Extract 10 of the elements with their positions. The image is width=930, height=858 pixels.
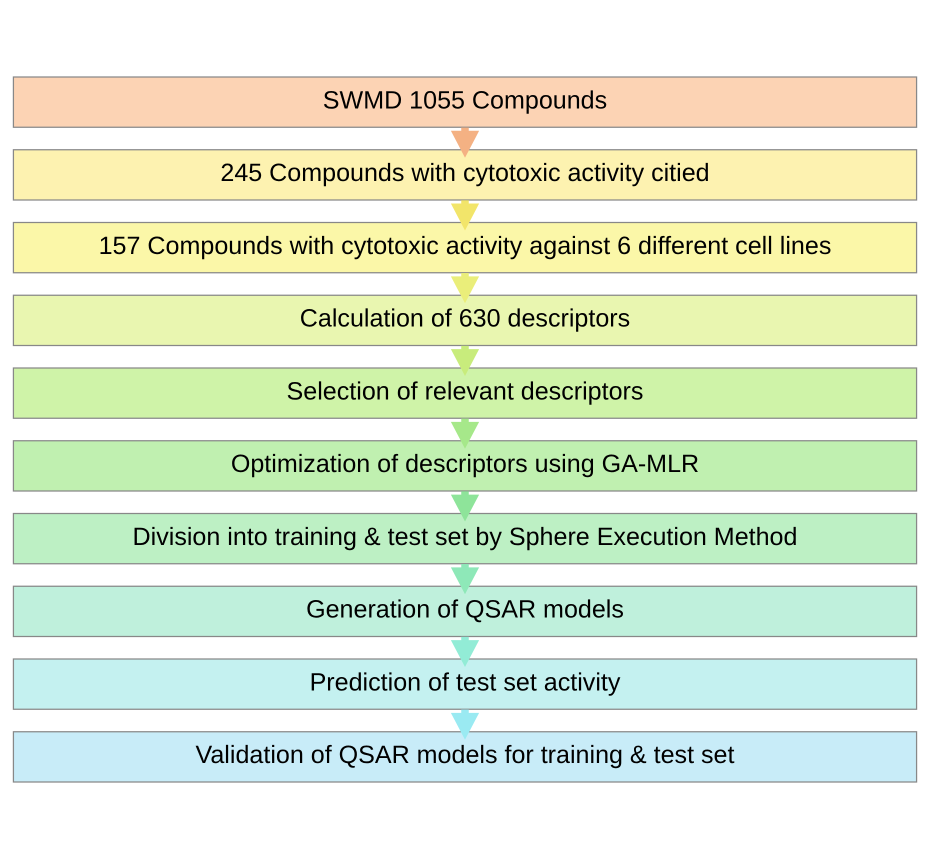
- node-box: Selection of relevant descriptors: [12, 366, 918, 418]
- node-box: Validation of QSAR models for training & test set: [12, 730, 918, 782]
- node-box: Optimization of descriptors using GA-MLR: [12, 440, 918, 492]
- node-box: 245 Compounds with cytotoxic activity citied: [12, 148, 918, 200]
- node-box: Generation of QSAR models: [12, 585, 918, 637]
- node-box: Calculation of 630 descriptors: [12, 294, 918, 346]
- node-box: Prediction of test set activity: [12, 658, 918, 710]
- node-box: 157 Compounds with cytotoxic activity against 6 different cell lines: [12, 221, 918, 273]
- node-box: Division into training & test set by Sphere Execution Method: [12, 512, 918, 564]
- node-box: SWMD 1055 Compounds: [12, 76, 918, 128]
